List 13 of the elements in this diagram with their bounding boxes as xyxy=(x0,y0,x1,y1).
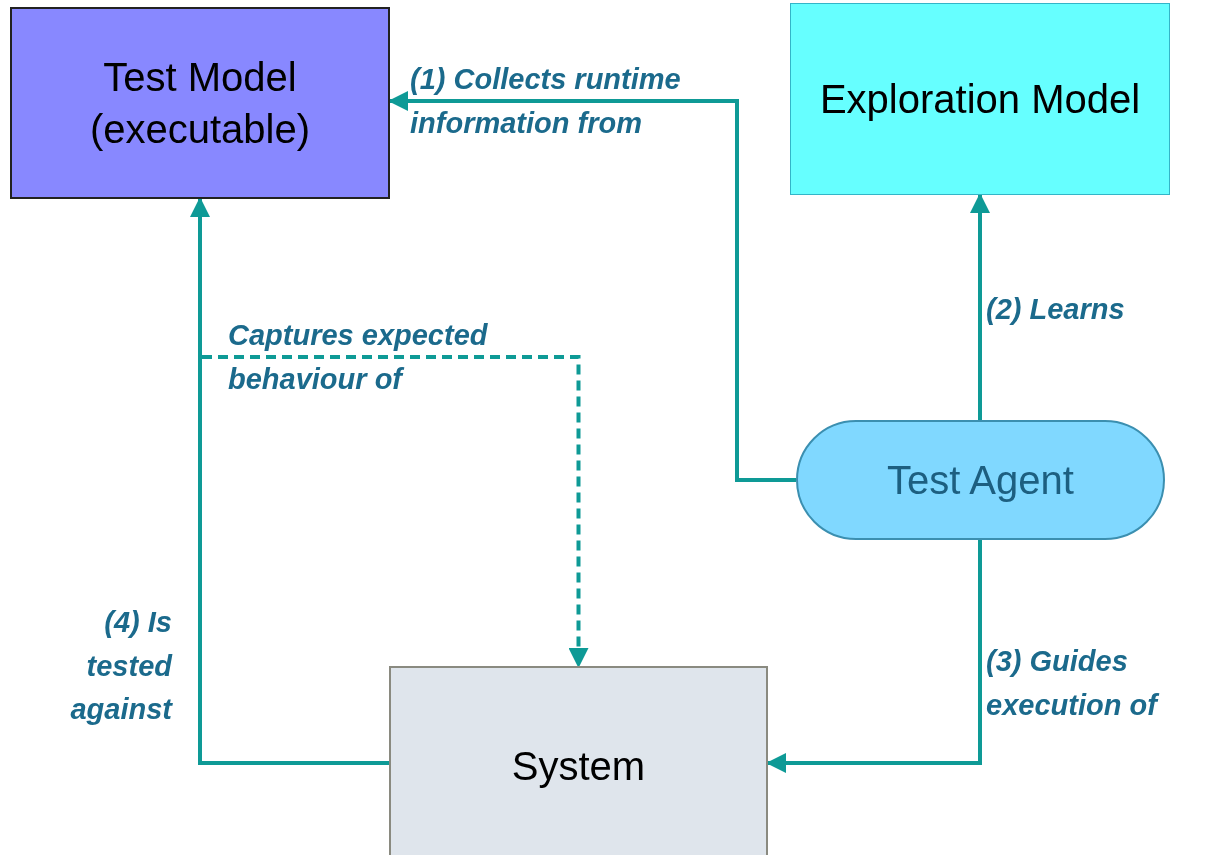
model-box xyxy=(10,7,390,199)
node-label: Exploration Model xyxy=(819,76,1141,123)
arrow xyxy=(970,193,990,420)
edge-label: (4) Is tested against xyxy=(69,605,172,727)
system-box xyxy=(389,666,768,855)
edge-label: (2) Learns xyxy=(986,292,1126,327)
node-label: Test Model (executable) xyxy=(88,54,312,153)
node-label: Test Agent xyxy=(887,457,1074,504)
edge-label: (3) Guides execution of xyxy=(986,640,1211,727)
edge-label: (1) Collects runtime information from xyxy=(410,62,682,141)
edge-label: Captures expected behaviour of xyxy=(228,318,489,397)
model-box xyxy=(790,3,1170,195)
node-label: System xyxy=(511,743,646,790)
